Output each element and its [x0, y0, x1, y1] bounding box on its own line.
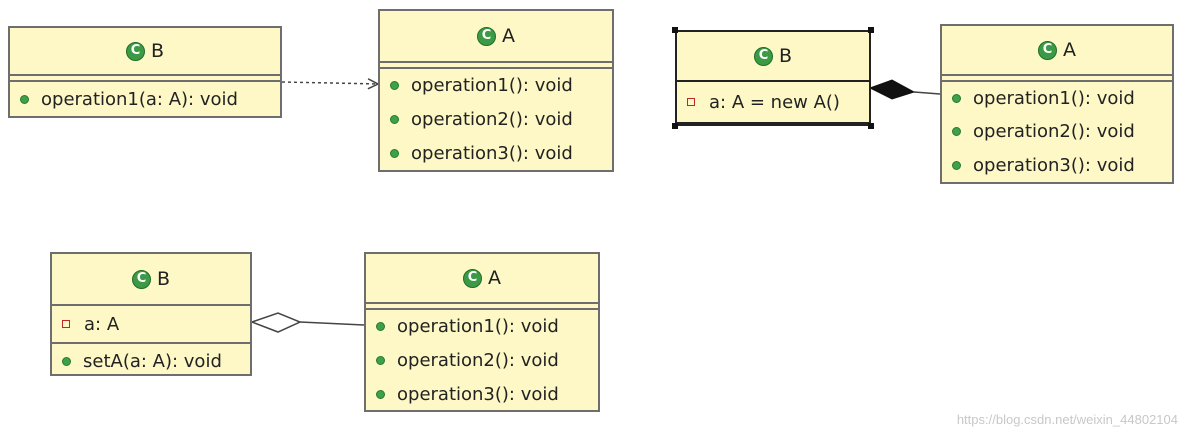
composition-diamond [868, 79, 916, 100]
operation-row: operation2(): void [366, 343, 598, 377]
class-header: C B [10, 28, 280, 76]
operation-row: setA(a: A): void [52, 344, 250, 378]
class-header: C A [942, 26, 1172, 76]
public-method-icon [376, 355, 385, 365]
operation-label: operation1(a: A): void [41, 88, 238, 110]
operation-label: operation2(): void [973, 120, 1135, 142]
public-method-icon [376, 389, 385, 399]
attribute-compartment [366, 304, 598, 310]
operation-row: operation3(): void [380, 136, 612, 170]
class-b-dependency[interactable]: C B operation1(a: A): void [8, 26, 282, 118]
private-field-icon [62, 320, 70, 328]
class-icon: C [463, 268, 482, 288]
class-name: B [156, 268, 171, 290]
class-icon: C [477, 26, 496, 46]
operation-row: operation1(): void [366, 310, 598, 343]
aggregation-line [299, 321, 365, 326]
class-header: C A [380, 11, 612, 63]
attribute-label: a: A = new A() [709, 91, 840, 113]
public-method-icon [390, 114, 399, 124]
operation-row: operation1(): void [942, 82, 1172, 114]
public-method-icon [952, 160, 961, 170]
operation-row: operation2(): void [380, 102, 612, 136]
operation-row: operation2(): void [942, 114, 1172, 148]
class-a-dependency[interactable]: C A operation1(): void operation2(): voi… [378, 9, 614, 172]
operation-label: setA(a: A): void [83, 350, 222, 372]
operation-row: operation3(): void [366, 377, 598, 411]
class-icon: C [125, 41, 145, 61]
operation-label: operation2(): void [411, 108, 573, 130]
class-icon: C [1038, 40, 1057, 60]
operation-row: operation1(a: A): void [10, 82, 280, 116]
selection-handle[interactable] [868, 123, 874, 129]
operation-label: operation1(): void [411, 75, 573, 96]
operation-label: operation2(): void [397, 349, 559, 371]
selection-handle[interactable] [868, 27, 874, 33]
attribute-row: a: A [52, 306, 250, 344]
composition-line [913, 91, 941, 95]
public-method-icon [952, 126, 961, 136]
class-b-aggregation[interactable]: C B a: A setA(a: A): void [50, 252, 252, 376]
public-method-icon [376, 322, 385, 331]
aggregation-diamond [249, 312, 302, 333]
public-method-icon [390, 81, 399, 90]
private-field-icon [687, 98, 695, 106]
selection-handle[interactable] [672, 27, 678, 33]
operation-label: operation1(): void [397, 316, 559, 337]
class-icon: C [131, 269, 151, 289]
operation-label: operation3(): void [411, 142, 573, 164]
attribute-compartment [10, 76, 280, 82]
operation-label: operation3(): void [397, 383, 559, 405]
attribute-label: a: A [84, 313, 120, 335]
operation-label: operation3(): void [973, 154, 1135, 176]
public-method-icon [952, 93, 961, 103]
attribute-row: a: A = new A() [677, 82, 869, 124]
class-a-aggregation[interactable]: C A operation1(): void operation2(): voi… [364, 252, 600, 412]
public-method-icon [20, 94, 29, 104]
class-header: C A [366, 254, 598, 304]
class-name: B [778, 45, 793, 67]
attribute-compartment [380, 63, 612, 69]
public-method-icon [62, 356, 71, 366]
attribute-compartment [942, 76, 1172, 82]
selection-handle[interactable] [672, 123, 678, 129]
class-name: B [150, 40, 165, 62]
public-method-icon [390, 148, 399, 158]
class-icon: C [753, 46, 773, 66]
class-header: C B [677, 32, 869, 82]
class-name: A [502, 25, 515, 47]
operation-label: operation1(): void [973, 87, 1135, 109]
class-name: A [488, 267, 501, 289]
class-name: A [1063, 39, 1076, 61]
dependency-arrow [281, 82, 378, 84]
watermark: https://blog.csdn.net/weixin_44802104 [956, 412, 1178, 427]
class-a-composition[interactable]: C A operation1(): void operation2(): voi… [940, 24, 1174, 184]
class-b-composition[interactable]: C B a: A = new A() [675, 30, 871, 126]
class-header: C B [52, 254, 250, 306]
operation-row: operation3(): void [942, 148, 1172, 182]
operation-row: operation1(): void [380, 69, 612, 102]
